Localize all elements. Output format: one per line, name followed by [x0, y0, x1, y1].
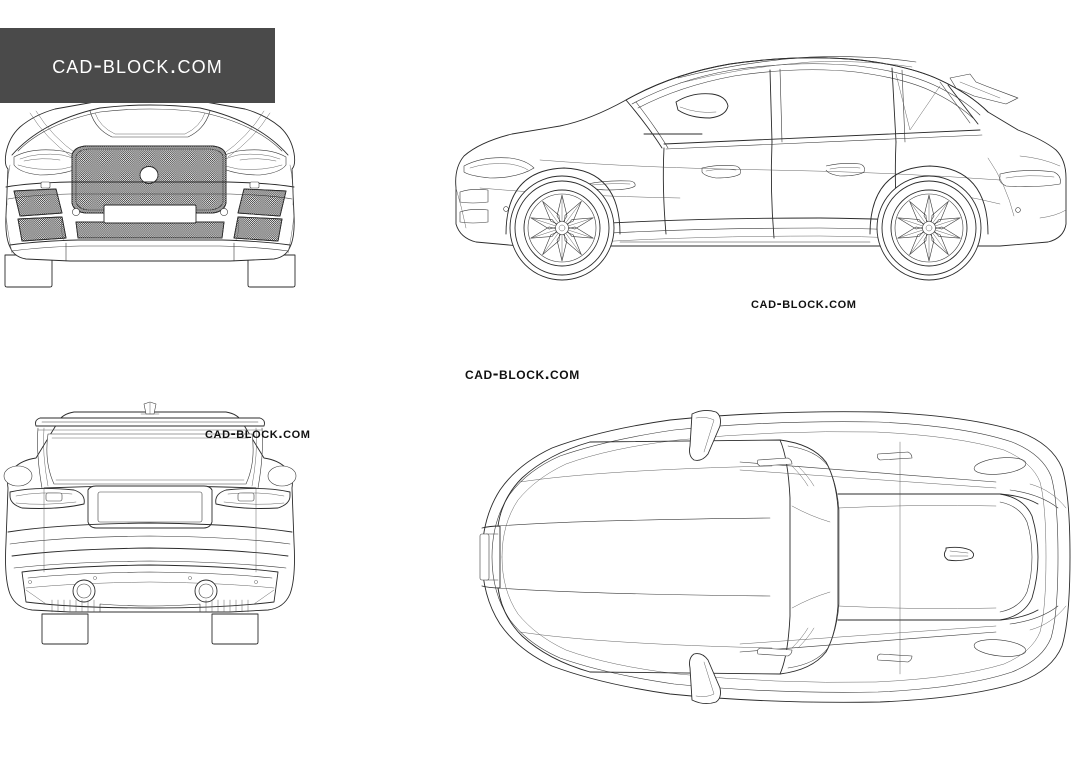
taillight-right — [216, 488, 290, 508]
plan-view — [440, 398, 1080, 716]
wheel-arch-rear — [870, 166, 988, 234]
front-bumper-vents — [460, 189, 508, 223]
side-taillight — [988, 156, 1066, 218]
hood-panel — [12, 105, 288, 155]
watermark-top-view: CAD-Block.com — [465, 364, 580, 383]
front-bumper-lines — [6, 182, 294, 261]
roof-and-glazing — [626, 58, 988, 149]
rear-windscreen — [47, 434, 253, 484]
taillight-left — [10, 488, 84, 508]
side-mirror-right-top — [690, 654, 721, 704]
rear-hatch-top — [973, 455, 1066, 658]
front-elevation-drawing — [0, 95, 300, 295]
windscreen-wipers — [792, 506, 830, 608]
plan-view-drawing — [440, 398, 1080, 716]
air-intake-left — [10, 185, 70, 221]
rear-wheel — [877, 176, 981, 280]
side-headlight — [464, 158, 534, 178]
door-handle-rear — [826, 163, 865, 176]
rear-elevation-drawing — [0, 392, 300, 650]
diffuser-fins — [52, 600, 248, 612]
side-elevation-drawing — [440, 38, 1080, 296]
rear-pillar-lines — [38, 428, 263, 488]
rear-mirror-stubs — [4, 466, 296, 486]
bootlid-panel — [44, 486, 256, 528]
front-wheel — [510, 176, 614, 280]
exhaust-tip-left — [73, 580, 95, 602]
rear-elevation-view — [0, 392, 300, 650]
license-plate-recess — [104, 205, 196, 223]
air-vent-left-lower — [14, 213, 74, 245]
exhaust-tip-right — [195, 580, 217, 602]
door-handles-top — [757, 452, 912, 662]
shoulder-lines — [492, 422, 1058, 693]
watermark-rear-view: CAD-Block.com — [205, 425, 311, 442]
front-sensors — [41, 182, 259, 216]
door-handle-front — [702, 165, 741, 178]
rear-spoiler — [950, 74, 1018, 104]
air-vent-right-lower — [226, 213, 286, 245]
watermark-banner-text: CAD-Block.com — [52, 51, 223, 79]
shark-fin-antenna-top — [944, 547, 973, 560]
front-fender-lines — [6, 165, 294, 253]
air-intake-right — [230, 185, 290, 221]
shark-fin-antenna — [141, 402, 159, 414]
projection-lines — [44, 488, 256, 572]
windscreen-and-roof — [780, 440, 1038, 674]
rear-glass-top — [838, 505, 996, 608]
roof-rails-top — [740, 462, 996, 652]
side-elevation-view — [440, 38, 1080, 296]
roof-spoiler — [36, 418, 265, 430]
lower-center-vent — [72, 217, 228, 243]
top-body-outline — [482, 412, 1070, 703]
wheel-arch-front — [506, 168, 620, 234]
side-mirror-left-top — [690, 410, 721, 460]
watermark-banner: CAD-Block.com — [0, 28, 275, 103]
side-mirror — [676, 94, 728, 118]
watermark-side-view: CAD-Block.com — [751, 295, 857, 312]
rear-diffuser — [22, 565, 278, 608]
front-elevation-view — [0, 95, 300, 295]
hood-panel-top — [498, 440, 790, 674]
rear-bumper-lines — [8, 523, 292, 568]
front-tires — [5, 255, 295, 287]
roof-rails — [678, 57, 916, 83]
rear-tires — [42, 614, 258, 644]
headlight-right — [212, 150, 286, 175]
top-front-bumper — [480, 526, 500, 588]
jaguar-emblem — [140, 167, 158, 184]
